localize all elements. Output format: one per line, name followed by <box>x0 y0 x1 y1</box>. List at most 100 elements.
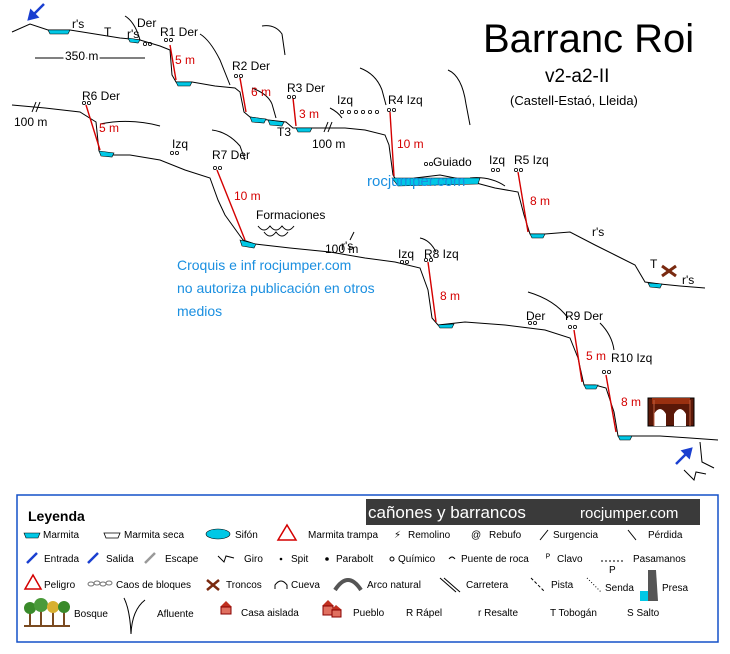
giro-legend-icon <box>217 555 235 563</box>
label-distance-350: 350 m <box>65 49 98 63</box>
legend-item-peligro: Peligro <box>44 580 76 591</box>
label-r8-height: 8 m <box>440 289 460 303</box>
legend-item-presa: Presa <box>662 583 689 594</box>
label-rs2: r's <box>127 27 139 41</box>
label-izq3: Izq <box>489 153 505 167</box>
legend-item-afluente: Afluente <box>157 609 194 620</box>
legend-item-clavo: Clavo <box>557 554 583 565</box>
legend-row-1: Marmita Marmita seca Sifón Marmita tramp… <box>23 523 683 541</box>
cueva-icon <box>274 580 288 589</box>
rebufo-icon: @ <box>471 530 481 541</box>
legend-item-perdida: Pérdida <box>648 530 683 541</box>
legend-item-spit: Spit <box>291 554 308 565</box>
label-r7-height: 10 m <box>234 189 261 203</box>
legend-item-entrada: Entrada <box>44 554 79 565</box>
arco-natural-icon <box>333 578 363 592</box>
legend-banner-site: rocjumper.com <box>580 505 678 522</box>
senda-icon <box>586 577 602 593</box>
legend-item-caos-bloques: Caos de bloques <box>116 580 191 591</box>
caos-bloques-icon <box>87 580 113 587</box>
label-r9-height: 5 m <box>586 349 606 363</box>
label-r9: R9 Der <box>565 309 603 323</box>
label-t3: T3 <box>277 125 291 139</box>
watermark: rocjumper.com <box>367 173 465 190</box>
label-der2: Der <box>526 309 545 323</box>
legend-item-resalte: r Resalte <box>478 608 518 619</box>
label-izq1: Izq <box>337 93 353 107</box>
canyon-title: Barranc Roi <box>483 17 694 61</box>
label-r7: R7 Der <box>212 148 250 162</box>
legend-item-marmita: Marmita <box>43 530 80 541</box>
label-t1: T <box>104 25 112 39</box>
label-t2: T <box>650 257 658 271</box>
label-izq2: Izq <box>172 137 188 151</box>
entrada-icon <box>27 3 45 21</box>
quimico-icon <box>389 556 395 562</box>
label-r10-height: 8 m <box>621 395 641 409</box>
remolino-icon: ⚡ <box>394 530 401 541</box>
label-r1-height: 5 m <box>175 53 195 67</box>
label-r10: R10 Izq <box>611 351 652 365</box>
entrada-legend-icon <box>26 552 38 564</box>
label-guiado: Guiado <box>433 155 472 169</box>
escape-icon <box>144 552 156 564</box>
legend-item-troncos: Troncos <box>226 580 262 591</box>
legend-item-surgencia: Surgencia <box>553 530 598 541</box>
legend-item-pueblo: Pueblo <box>353 608 385 619</box>
label-rs5: r's <box>341 239 353 253</box>
legend-title: Leyenda <box>28 508 85 524</box>
surgencia-icon <box>539 529 549 541</box>
anchors <box>82 38 612 374</box>
legend-item-pista: Pista <box>551 580 574 591</box>
pasamanos-letter: P <box>609 565 616 576</box>
legend-item-rebufo: Rebufo <box>489 530 522 541</box>
label-r6-height: 5 m <box>99 121 119 135</box>
legend-item-pasamanos: Pasamanos <box>633 554 686 565</box>
label-r5: R5 Izq <box>514 153 549 167</box>
pista-icon <box>530 577 546 593</box>
label-distance-100c-text: 100 m <box>325 242 358 256</box>
canyon-profile-upper <box>11 23 706 289</box>
legend-item-carretera: Carretera <box>466 580 509 591</box>
legend-item-quimico: Químico <box>398 554 436 565</box>
canyon-location: (Castell-Estaó, Lleida) <box>510 93 638 108</box>
legend-row-2: Entrada Salida Escape Giro Spit Parabolt… <box>26 552 686 565</box>
label-distance-100a: 100 m <box>312 137 345 151</box>
legend-item-senda: Senda <box>605 583 634 594</box>
parabolt-icon <box>325 557 329 561</box>
legend-banner-text: cañones y barrancos <box>368 503 526 522</box>
legend-banner <box>366 499 700 525</box>
marmita-icon <box>23 532 41 539</box>
notice-line-3: medios <box>177 303 222 319</box>
label-der1: Der <box>137 16 156 30</box>
legend-item-giro: Giro <box>244 554 263 565</box>
label-izq4: Izq <box>398 247 414 261</box>
canyon-grade: v2-a2-II <box>545 66 609 87</box>
troncos-icon <box>661 264 677 278</box>
label-distance-100c: 100 m <box>325 242 358 256</box>
legend-item-escape: Escape <box>165 554 199 565</box>
legend-item-parabolt: Parabolt <box>336 554 373 565</box>
legend-item-arco-natural: Arco natural <box>367 580 421 591</box>
label-r4-height: 10 m <box>397 137 424 151</box>
legend-item-marmita-trampa: Marmita trampa <box>308 530 378 541</box>
label-rs1: r's <box>72 17 84 31</box>
wall-sketch <box>99 15 615 351</box>
clavo-icon: ᴾ <box>546 553 550 564</box>
legend-item-cueva: Cueva <box>291 580 320 591</box>
casa-aislada-icon <box>220 601 232 615</box>
legend-item-marmita-seca: Marmita seca <box>124 530 184 541</box>
carretera-icon <box>439 577 461 593</box>
label-r3: R3 Der <box>287 81 325 95</box>
label-r4: R4 Izq <box>388 93 423 107</box>
label-r3-height: 3 m <box>299 107 319 121</box>
label-r8: R8 Izq <box>424 247 459 261</box>
rappel-lines <box>85 44 617 433</box>
label-rs3: r's <box>592 225 604 239</box>
legend-row-4: Bosque Afluente Casa aislada Pueblo R Rá… <box>24 597 660 635</box>
legend-item-puente-roca: Puente de roca <box>461 554 529 565</box>
troncos-legend-icon <box>206 579 220 591</box>
marmitas <box>47 29 663 441</box>
